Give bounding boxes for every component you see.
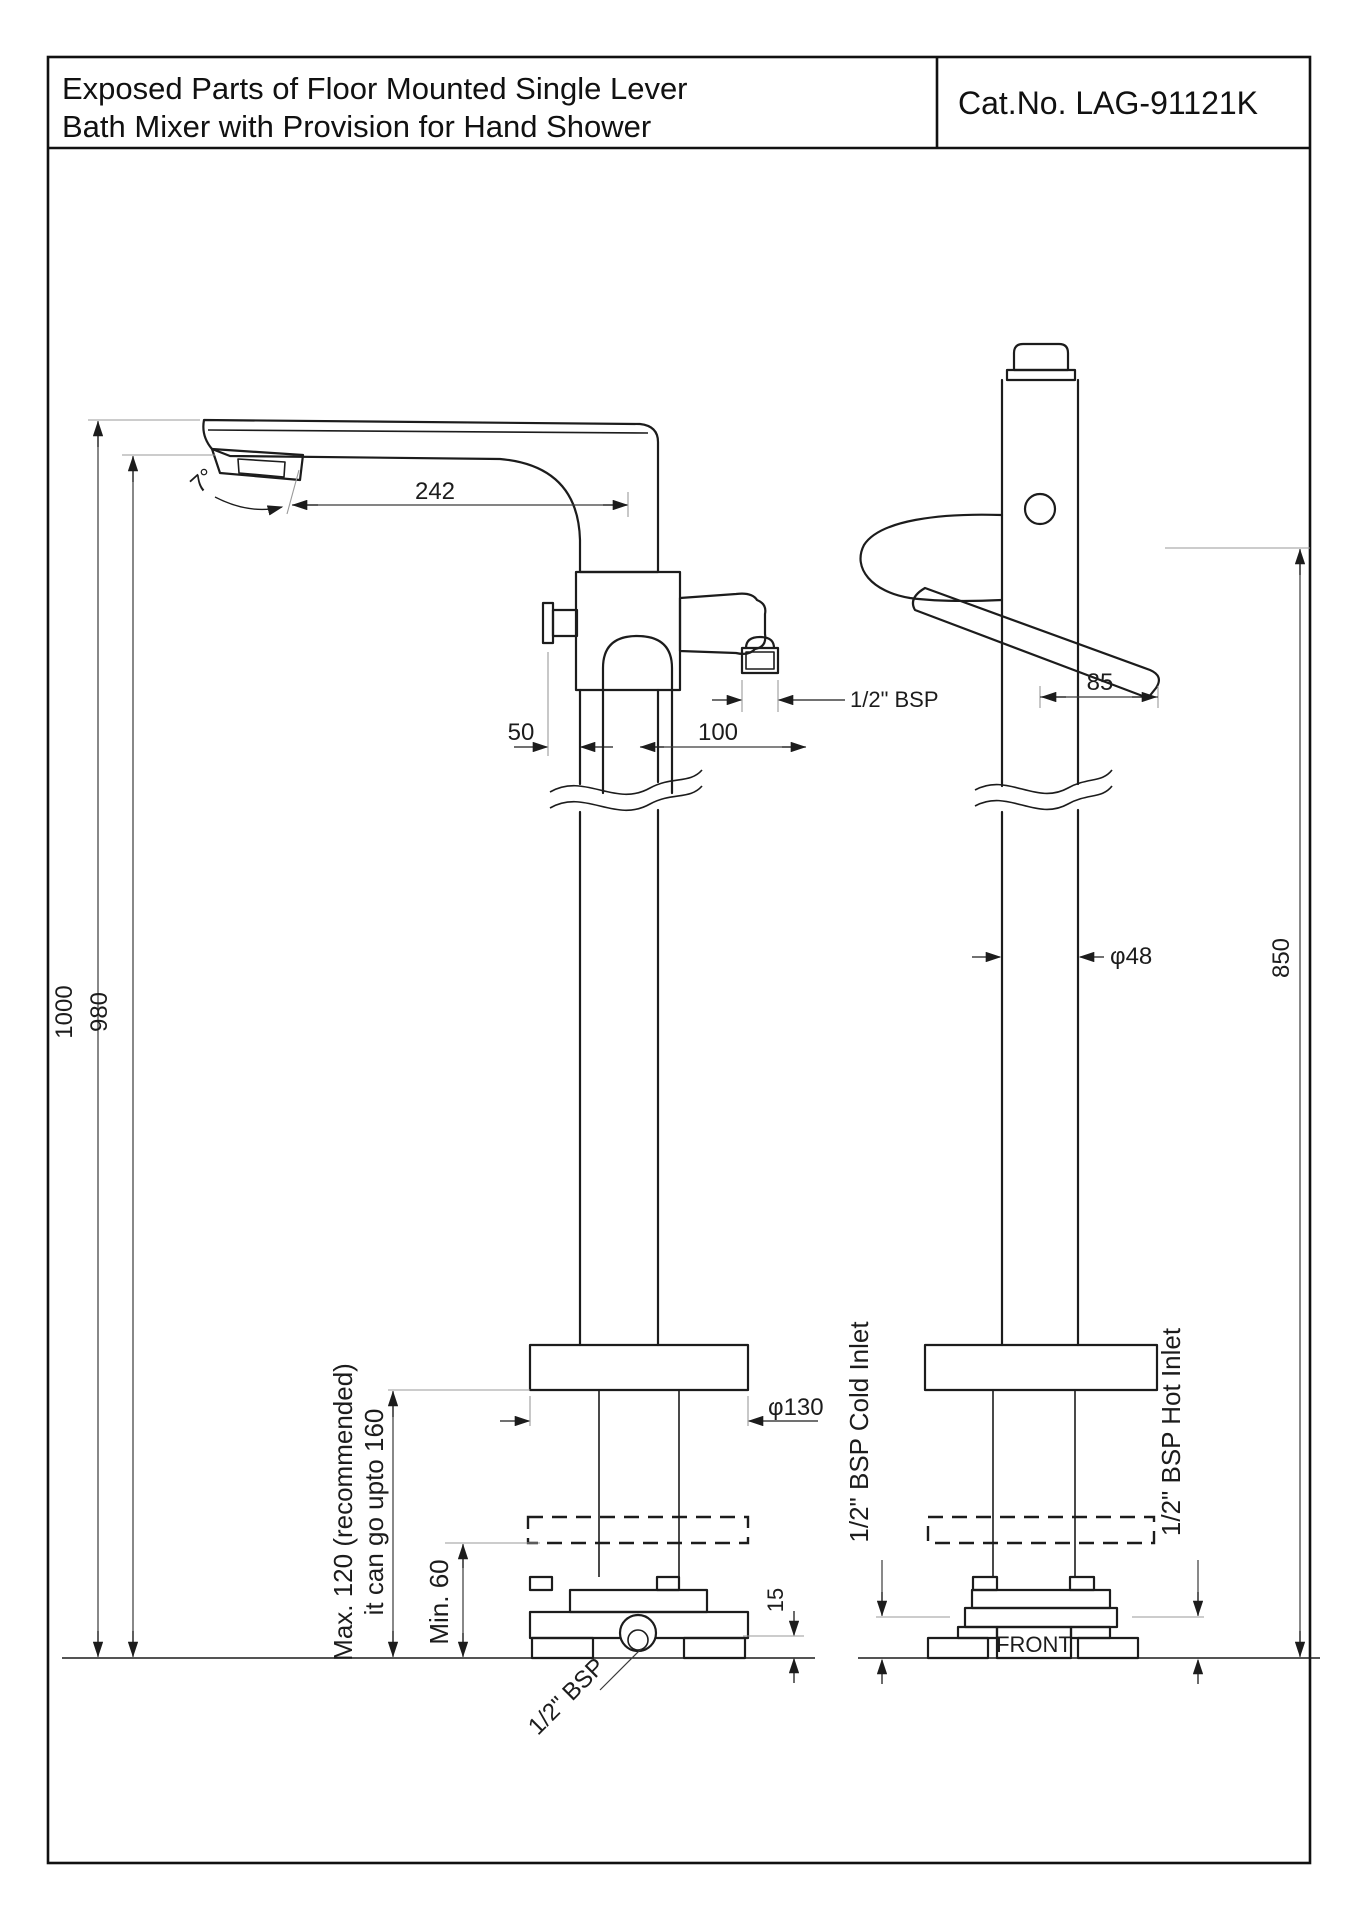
- break-line: [549, 785, 703, 812]
- catalog-number: Cat.No. LAG-91121K: [958, 85, 1258, 121]
- front-label: FRONT: [996, 1632, 1072, 1657]
- spout-reach-label: 242: [415, 478, 455, 505]
- dim-outlet-thread: 1/2" BSP: [712, 680, 939, 712]
- dim-min-height-note: Min. 60: [424, 1542, 540, 1658]
- dim-handle-height: 850: [1165, 547, 1310, 1658]
- sheet-frame: [46, 55, 1312, 1865]
- front-view-figure: FRONT: [859, 342, 1160, 1660]
- dim-max-height-note: Max. 120 (recommended) it can go upto 16…: [328, 1363, 530, 1661]
- knob-offset-label: 50: [508, 719, 535, 746]
- outlet-thread-label: 1/2" BSP: [850, 687, 939, 712]
- overall-height-label: 1000: [51, 985, 78, 1038]
- hot-inlet-label: 1/2" BSP Hot Inlet: [1156, 1327, 1186, 1536]
- dim-base-height: 15: [743, 1588, 804, 1683]
- cartridge-cap: [1023, 492, 1057, 526]
- spout-angle-label: 7°: [185, 463, 220, 498]
- inlet-connection: [618, 1613, 658, 1653]
- dim-hot-inlet: 1/2" BSP Hot Inlet: [1132, 1327, 1204, 1684]
- outlet-offset-label: 100: [698, 719, 738, 746]
- min-note-label: Min. 60: [424, 1559, 454, 1644]
- break-line: [974, 785, 1113, 811]
- cold-inlet-label: 1/2" BSP Cold Inlet: [844, 1321, 874, 1543]
- max-note-line1: Max. 120 (recommended): [328, 1363, 358, 1661]
- drawing-title-line2: Bath Mixer with Provision for Hand Showe…: [62, 109, 651, 144]
- flange-alt-position-front: [926, 1515, 1156, 1545]
- floor-base: [528, 1575, 750, 1660]
- dim-knob-offset: 50: [508, 652, 613, 756]
- dim-spout-height: 980: [86, 454, 215, 1658]
- break-line: [549, 769, 703, 796]
- dim-spout-reach: 242: [291, 478, 629, 517]
- pipe-diameter-label: φ48: [1110, 943, 1152, 970]
- floor-inlet-thread-label: 1/2" BSP: [523, 1653, 610, 1740]
- lever-blade: [911, 586, 1160, 700]
- floor-flange-front: [923, 1343, 1159, 1392]
- dim-outlet-offset: 100: [639, 719, 807, 753]
- drawing-title-line1: Exposed Parts of Floor Mounted Single Le…: [62, 71, 688, 106]
- floor-flange: [528, 1343, 750, 1392]
- lever-boss: [859, 513, 1004, 602]
- dim-lever-reach: 85: [1039, 669, 1159, 708]
- handle-height-label: 850: [1268, 938, 1295, 978]
- dim-flange-diameter: φ130: [500, 1394, 824, 1427]
- break-line: [974, 769, 1113, 795]
- floor-base-front: FRONT: [926, 1575, 1140, 1660]
- flange-diameter-label: φ130: [768, 1394, 824, 1421]
- side-view-figure: [202, 418, 780, 1660]
- lever-reach-label: 85: [1087, 669, 1114, 696]
- dim-spout-angle: 7°: [185, 463, 300, 516]
- max-note-line2: it can go upto 160: [359, 1409, 389, 1616]
- dim-pipe-diameter: φ48: [972, 943, 1152, 970]
- spout-height-label: 980: [86, 992, 113, 1032]
- dim-overall-height: 1000: [51, 419, 200, 1658]
- base-height-label: 15: [763, 1588, 788, 1612]
- flange-alt-position: [526, 1515, 750, 1545]
- dim-floor-inlet-thread: 1/2" BSP: [523, 1648, 642, 1740]
- title-block: Exposed Parts of Floor Mounted Single Le…: [62, 71, 1258, 144]
- dim-cold-inlet: 1/2" BSP Cold Inlet: [844, 1321, 950, 1684]
